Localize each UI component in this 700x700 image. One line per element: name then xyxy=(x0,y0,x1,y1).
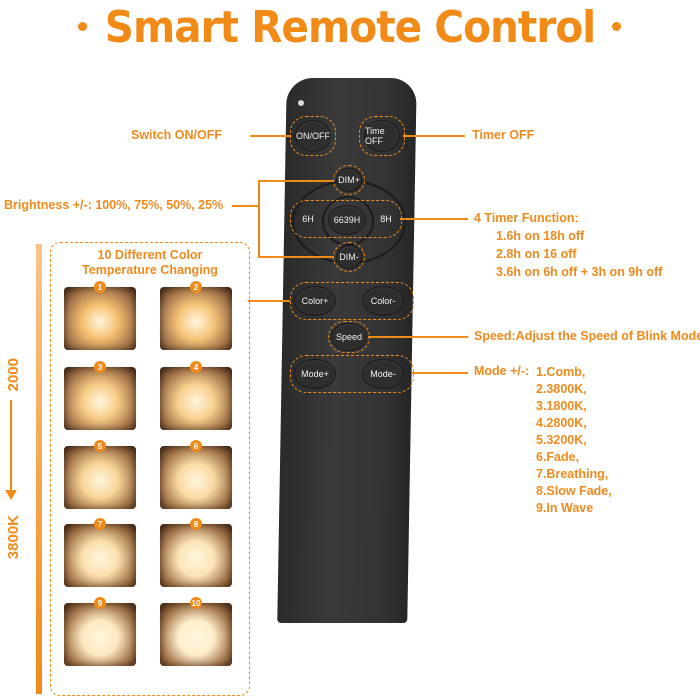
brightness-callout-line xyxy=(232,205,258,207)
speed-button[interactable]: Speed xyxy=(331,323,367,351)
page-title: Smart Remote Control xyxy=(104,2,596,53)
mode-item: 9.In Wave xyxy=(536,501,594,515)
title-dot-left xyxy=(78,22,87,31)
panel-title-line2: Temperature Changing xyxy=(82,263,218,277)
timer-6h-button[interactable]: 6H xyxy=(302,214,314,224)
photo-number-badge: 10 xyxy=(190,597,202,609)
mode-item: 1.Comb, xyxy=(536,365,586,379)
switch-callout-line xyxy=(250,135,290,137)
timer-function-1: 1.6h on 18h off xyxy=(496,229,585,243)
string-light-photo xyxy=(160,367,232,430)
string-light-photo xyxy=(64,524,136,587)
string-light-photo xyxy=(160,524,232,587)
mode-item: 6.Fade, xyxy=(536,450,580,464)
color-highlight xyxy=(290,282,414,320)
timer-off-label: Timer OFF xyxy=(472,128,535,142)
photo-number-badge: 8 xyxy=(190,518,202,530)
timer-off-callout-line xyxy=(403,135,465,137)
photo-number-badge: 2 xyxy=(190,281,202,293)
dim-down-button[interactable]: DIM- xyxy=(336,245,362,269)
time-off-button[interactable]: Time OFF xyxy=(364,120,400,152)
color-temperature-panel xyxy=(50,242,250,696)
speed-callout-line xyxy=(368,336,468,338)
string-light-photo xyxy=(160,446,232,509)
mode-item: 4.2800K, xyxy=(536,416,587,430)
title-dot-right xyxy=(612,22,621,31)
string-light-photo xyxy=(160,287,232,350)
scale-arrow-icon xyxy=(10,400,12,492)
color-up-button[interactable]: Color+ xyxy=(294,286,336,316)
photo-number-badge: 5 xyxy=(94,440,106,452)
mode-item: 7.Breathing, xyxy=(536,467,609,481)
mode-item: 2.3800K, xyxy=(536,382,587,396)
string-light-photo xyxy=(64,603,136,666)
mode-list: 1.Comb, 2.3800K, 3.1800K, 4.2800K, 5.320… xyxy=(536,364,612,517)
on-off-highlight xyxy=(290,116,336,156)
timer-function-2: 2.8h on 16 off xyxy=(496,247,577,261)
color-temperature-scale-bar xyxy=(36,244,42,694)
panel-title: 10 Different Color Temperature Changing xyxy=(50,248,250,278)
speed-label: Speed:Adjust the Speed of Blink Modes xyxy=(474,329,700,343)
timer-function-callout-line xyxy=(400,218,468,220)
photo-number-badge: 1 xyxy=(94,281,106,293)
on-off-button[interactable]: ON/OFF xyxy=(295,120,331,152)
timer-function-3: 3.6h on 6h off + 3h on 9h off xyxy=(496,265,663,279)
timer-highlight xyxy=(290,200,402,238)
mode-up-button[interactable]: Mode+ xyxy=(294,359,336,389)
color-down-button[interactable]: Color- xyxy=(362,286,404,316)
switch-label: Switch ON/OFF xyxy=(131,128,222,142)
mode-callout-line xyxy=(412,372,468,374)
mode-item: 3.1800K, xyxy=(536,399,587,413)
scale-start-label: 2000 xyxy=(5,358,22,392)
string-light-photo xyxy=(64,287,136,350)
string-light-photo xyxy=(64,446,136,509)
scale-end-label: 3800K xyxy=(5,515,22,560)
photo-number-badge: 3 xyxy=(94,361,106,373)
mode-title: Mode +/-: xyxy=(474,364,530,378)
mode-item: 8.Slow Fade, xyxy=(536,484,612,498)
photo-number-badge: 4 xyxy=(190,361,202,373)
timer-8h-button[interactable]: 8H xyxy=(380,214,392,224)
mode-item: 5.3200K, xyxy=(536,433,587,447)
led-indicator xyxy=(298,100,304,106)
brightness-bracket-v xyxy=(258,180,260,256)
mode-down-button[interactable]: Mode- xyxy=(362,359,404,389)
color-callout-line xyxy=(248,300,290,302)
timer-function-title: 4 Timer Function: xyxy=(474,211,579,225)
string-light-photo xyxy=(64,367,136,430)
photo-number-badge: 6 xyxy=(190,440,202,452)
dim-up-button[interactable]: DIM+ xyxy=(336,168,362,192)
timer-6639h-button[interactable]: 6639H xyxy=(328,205,366,235)
photo-number-badge: 9 xyxy=(94,597,106,609)
photo-number-badge: 7 xyxy=(94,518,106,530)
panel-title-line1: 10 Different Color xyxy=(97,248,203,262)
scale-arrow-head-icon xyxy=(5,490,17,500)
brightness-label: Brightness +/-: 100%, 75%, 50%, 25% xyxy=(4,198,224,212)
brightness-bracket-bottom xyxy=(258,256,334,258)
mode-highlight xyxy=(290,355,414,393)
string-light-photo xyxy=(160,603,232,666)
brightness-bracket-top xyxy=(258,180,334,182)
